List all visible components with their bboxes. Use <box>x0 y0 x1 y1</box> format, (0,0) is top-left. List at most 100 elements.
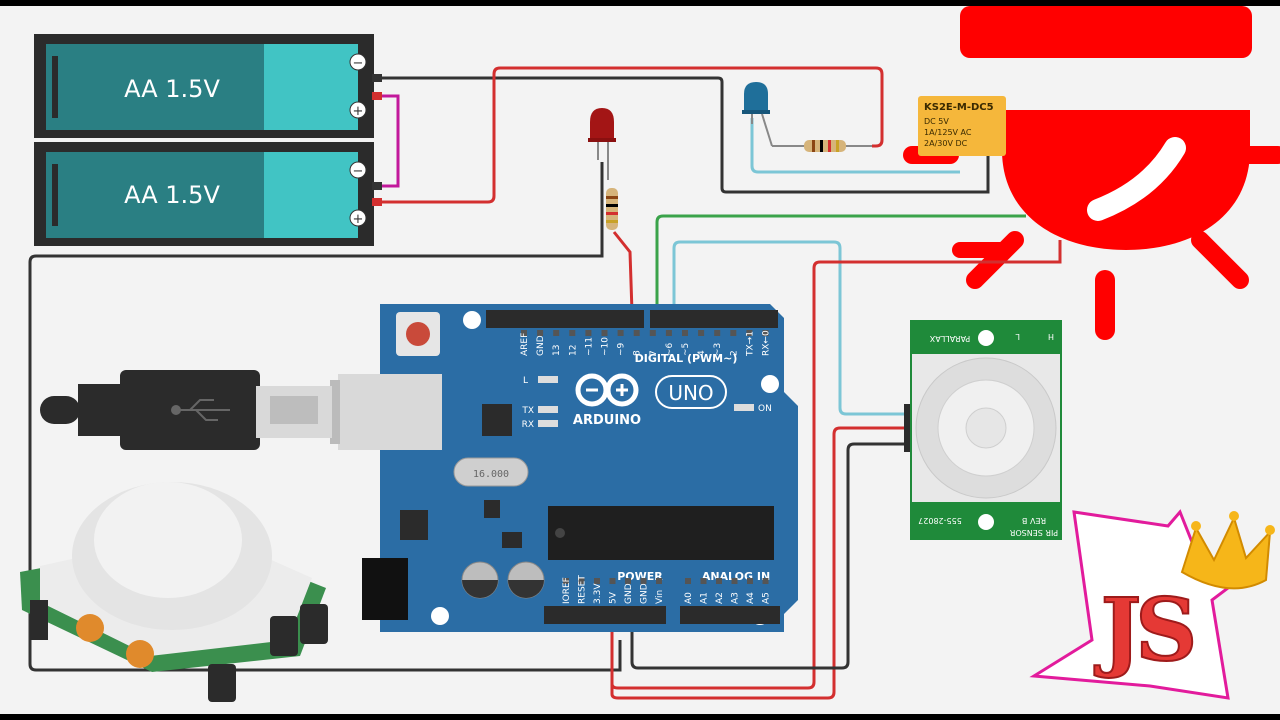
pir-module-photo <box>20 482 328 702</box>
resistor-1 <box>606 188 618 230</box>
top-pin-label-15: RX←0 <box>762 330 772 356</box>
top-pin-label-0: AREF <box>520 333 530 356</box>
circuit-canvas: AA 1.5V − + AA 1.5V − + <box>20 6 1280 702</box>
top-pin-12 <box>714 330 721 336</box>
analog-pin-label-5: A5 <box>762 592 772 604</box>
top-pin-label-4: ~11 <box>584 337 594 356</box>
top-pin-3 <box>569 330 576 336</box>
analog-pin-5 <box>762 578 769 584</box>
top-pin-label-8: 7 <box>649 350 659 356</box>
power-pin-4 <box>625 578 631 584</box>
pir-brand: PARALLAX <box>929 334 970 343</box>
top-pin-5 <box>601 330 608 336</box>
top-pin-14 <box>746 330 753 336</box>
on-label: ON <box>758 404 772 414</box>
battery-1-minus: − <box>353 56 364 71</box>
analog-pin-label-1: A1 <box>700 592 710 604</box>
red-led <box>588 108 616 180</box>
top-pin-7 <box>633 330 640 336</box>
arduino-uno-board: 16.000 L TX RX ON <box>330 304 798 632</box>
resistor-2 <box>772 140 872 152</box>
top-pin-13 <box>730 330 737 336</box>
analog-pin-3 <box>731 578 738 584</box>
power-pin-label-0: IOREF <box>562 577 572 604</box>
top-pin-6 <box>617 330 624 336</box>
analog-pin-label-3: A3 <box>731 592 741 604</box>
arduino-model: UNO <box>668 381 713 405</box>
usb-symbol-icon <box>171 399 230 421</box>
top-pin-11 <box>698 330 705 336</box>
arduino-brand: ARDUINO <box>573 413 641 428</box>
relay-line2: 1A/125V AC <box>924 128 972 137</box>
battery-2-minus: − <box>353 164 364 179</box>
top-pin-label-3: 12 <box>568 345 578 356</box>
top-pin-2 <box>553 330 560 336</box>
crystal-label: 16.000 <box>473 469 509 480</box>
analog-pin-4 <box>747 578 753 584</box>
top-pin-label-1: GND <box>536 335 546 356</box>
top-pin-label-5: ~10 <box>601 337 611 356</box>
top-pin-8 <box>649 330 656 336</box>
power-pin-label-6: Vin <box>655 590 665 604</box>
arduino-logo-icon <box>575 373 639 407</box>
led-rx-label: RX <box>522 420 534 430</box>
top-pin-15 <box>762 330 769 336</box>
battery-2-label: AA 1.5V <box>124 181 220 209</box>
top-pin-label-13: 2 <box>729 350 739 356</box>
top-pin-label-12: ~3 <box>713 343 723 356</box>
led-tx-label: TX <box>521 406 534 416</box>
relay-module: KS2E-M-DC5 DC 5V 1A/125V AC 2A/30V DC <box>918 96 1006 156</box>
power-pin-label-2: 3.3V <box>593 583 603 604</box>
wires <box>28 66 1062 700</box>
blue-led <box>742 82 773 147</box>
top-pin-label-10: ~5 <box>681 343 691 356</box>
top-pin-label-11: 4 <box>697 350 707 356</box>
analog-pin-label-0: A0 <box>684 592 694 604</box>
crown-icon <box>1180 511 1275 590</box>
top-pin-label-7: 8 <box>633 350 643 356</box>
analog-pin-0 <box>685 578 691 584</box>
power-pin-label-5: GND <box>640 583 650 604</box>
led-l-label: L <box>523 376 528 386</box>
power-pin-5 <box>640 578 647 584</box>
power-pin-2 <box>594 578 600 584</box>
pir-part: 555-28027 <box>918 516 962 525</box>
battery-1-plus: + <box>353 104 364 119</box>
power-pin-6 <box>656 578 662 584</box>
battery-1-label: AA 1.5V <box>124 75 220 103</box>
top-pin-9 <box>665 330 672 336</box>
pir-rev: REV B <box>1022 516 1046 525</box>
relay-line1: DC 5V <box>924 117 949 126</box>
power-pin-label-3: 5V <box>609 591 619 604</box>
top-pin-0 <box>521 330 527 336</box>
top-pin-label-6: ~9 <box>617 342 627 356</box>
alarm-light-icon <box>903 6 1280 340</box>
analog-pin-label-2: A2 <box>715 592 725 604</box>
power-pin-1 <box>578 578 585 584</box>
usb-cable <box>40 370 332 450</box>
pir-pin-h: H <box>1048 332 1054 341</box>
power-pin-labels: IOREF RESET 3.3V 5V GND GND Vin <box>562 575 665 604</box>
analog-pin-1 <box>700 578 707 584</box>
battery-1: AA 1.5V − + <box>34 34 382 138</box>
js-logo: JS <box>1029 509 1275 700</box>
power-pin-label-1: RESET <box>578 575 588 604</box>
analog-pin-label-4: A4 <box>746 592 756 604</box>
top-pin-1 <box>537 330 544 336</box>
top-pin-label-14: TX→1 <box>745 331 755 357</box>
power-pin-label-4: GND <box>624 583 634 604</box>
top-pin-label-2: 13 <box>552 345 562 356</box>
pir-sensor-board: PARALLAX L H 555-28027 REV B PIR SENSOR <box>904 320 1062 540</box>
top-pin-4 <box>585 330 592 336</box>
power-pin-0 <box>563 578 569 584</box>
relay-line3: 2A/30V DC <box>924 139 968 148</box>
power-pin-3 <box>609 578 616 584</box>
circuit-diagram: AA 1.5V − + AA 1.5V − + <box>0 6 1280 714</box>
relay-model: KS2E-M-DC5 <box>924 102 994 113</box>
analog-pin-2 <box>716 578 722 584</box>
analog-pin-labels: A0 A1 A2 A3 A4 A5 <box>684 578 772 604</box>
pir-sensor-label: PIR SENSOR <box>1009 528 1058 537</box>
pir-pin-l: L <box>1015 332 1020 341</box>
battery-2: AA 1.5V − + <box>34 142 382 246</box>
